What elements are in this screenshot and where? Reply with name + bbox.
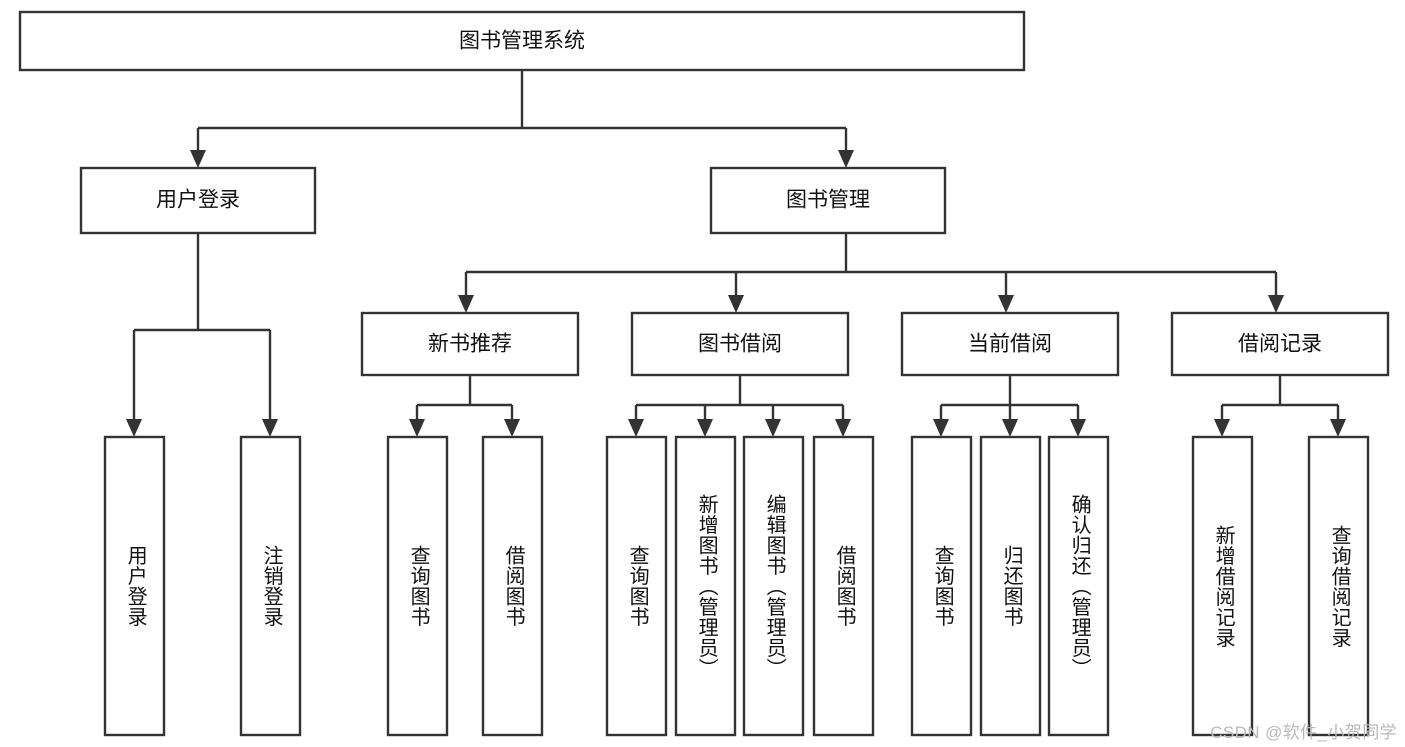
node-user-login-box[interactable] [79, 166, 317, 235]
leaf-query-book-2-box[interactable] [605, 435, 668, 737]
node-book-manage-box[interactable] [709, 166, 947, 235]
leaf-logout-login-box[interactable] [239, 435, 302, 737]
node-borrow-record-label: 借阅记录 [1238, 333, 1322, 356]
leaf-query-book-1-box[interactable] [386, 435, 449, 737]
leaf-add-record-box[interactable] [1191, 435, 1254, 737]
csdn-watermark: CSDN @软件_小贺同学 [1210, 723, 1397, 742]
node-new-book-recommend-label: 新书推荐 [428, 333, 512, 356]
leaf-borrow-book-2-box[interactable] [812, 435, 875, 737]
leaf-confirm-return-box[interactable] [1047, 435, 1110, 737]
leaf-add-book-box[interactable] [674, 435, 737, 737]
arrow-to-user-login [190, 150, 206, 168]
connector-new-book-recommend-to-leaves [409, 375, 520, 437]
connector-current-borrow-to-leaves [933, 375, 1086, 437]
leaf-user-login-box[interactable] [103, 435, 166, 737]
node-user-login-label: 用户登录 [156, 189, 240, 212]
node-new-book-recommend-box[interactable] [360, 311, 580, 377]
leaf-return-book-box[interactable] [979, 435, 1042, 737]
connector-book-borrow-to-leaves [628, 375, 851, 437]
node-book-borrow-label: 图书借阅 [698, 333, 782, 356]
connector-user-login-to-leaves [126, 233, 278, 437]
leaf-borrow-book-1-box[interactable] [481, 435, 544, 737]
node-book-manage-label: 图书管理 [786, 189, 870, 212]
node-current-borrow-label: 当前借阅 [968, 333, 1052, 356]
node-root-box[interactable] [18, 10, 1026, 72]
node-current-borrow-box[interactable] [900, 311, 1120, 377]
leaf-query-book-3-box[interactable] [910, 435, 973, 737]
arrow-to-book-manage [838, 150, 854, 168]
leaf-edit-book-box[interactable] [742, 435, 805, 737]
node-book-borrow-box[interactable] [630, 311, 850, 377]
node-borrow-record-box[interactable] [1170, 311, 1390, 377]
connector-borrow-record-to-leaves [1214, 375, 1346, 437]
node-root-label: 图书管理系统 [459, 30, 585, 53]
connector-root-to-level2 [190, 70, 854, 168]
connector-book-manage-to-level3 [458, 233, 1284, 313]
leaf-query-record-box[interactable] [1307, 435, 1370, 737]
